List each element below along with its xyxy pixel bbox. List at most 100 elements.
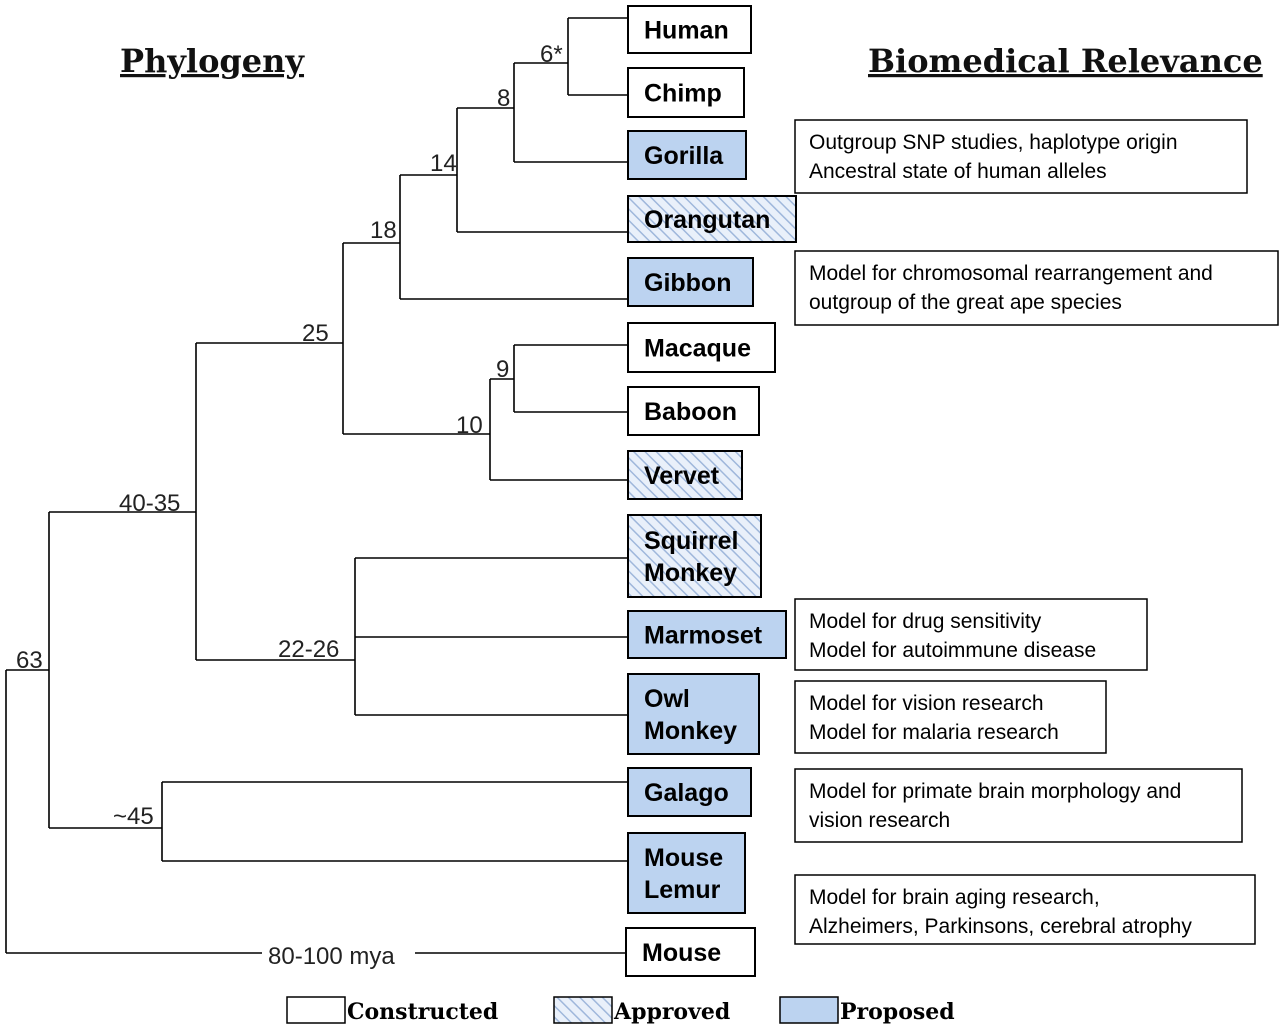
relevance-text-mouse-lemur: Model for brain aging research, xyxy=(809,886,1100,909)
branch-strepsirrhini xyxy=(161,781,628,862)
species-label-owl-monkey: Monkey xyxy=(644,717,737,745)
species-label-squirrel-monkey: Monkey xyxy=(644,559,737,587)
species-label-human: Human xyxy=(644,17,729,45)
branch-papionini-vervet xyxy=(489,378,628,481)
phylogeny-heading: Phylogeny xyxy=(120,42,305,80)
species-box-galago xyxy=(627,767,752,817)
species-box-mouse-lemur xyxy=(627,832,746,914)
branch-anthropoidea xyxy=(195,342,355,661)
species-label-mouse-lemur: Lemur xyxy=(644,876,721,904)
relevance-text-marmoset: Model for autoimmune disease xyxy=(809,639,1096,662)
species-label-macaque: Macaque xyxy=(644,335,751,363)
species-label-chimp: Chimp xyxy=(644,80,722,108)
species-vervet: Vervet xyxy=(627,450,743,500)
species-label-marmoset: Marmoset xyxy=(644,622,763,650)
branch-great-apes xyxy=(399,174,628,300)
node-label-papionini: 10 xyxy=(456,412,483,439)
node-label-platyrrhini: 22-26 xyxy=(278,636,339,663)
legend-swatch-constructed xyxy=(286,996,346,1024)
tree-branches xyxy=(5,17,628,954)
legend-item-approved: Approved xyxy=(553,996,730,1025)
relevance-box-marmoset xyxy=(794,598,1148,671)
legend-swatch-approved xyxy=(553,996,613,1024)
branch-primates xyxy=(48,511,196,829)
node-label-strepsirrhini: ~45 xyxy=(113,803,154,830)
species-macaque: Macaque xyxy=(627,322,776,373)
node-label-hominini: 8 xyxy=(497,85,510,112)
relevance-box-galago xyxy=(794,768,1243,843)
relevance-box-gorilla xyxy=(794,119,1248,194)
species-box-baboon xyxy=(627,386,760,436)
branch-macaque-baboon xyxy=(513,344,628,413)
relevance-text-owl-monkey: Model for malaria research xyxy=(809,721,1059,744)
species-galago: Galago xyxy=(627,767,752,817)
relevance-text-gibbon: outgroup of the great ape species xyxy=(809,291,1122,314)
branch-hominini xyxy=(513,62,628,163)
relevance-text-galago: Model for primate brain morphology and xyxy=(809,780,1181,803)
species-marmoset: Marmoset xyxy=(627,610,787,659)
relevance-box-owl-monkey xyxy=(794,680,1107,754)
relevance-mouse-lemur: Model for brain aging research, Alzheimer… xyxy=(794,874,1256,945)
species-label-gibbon: Gibbon xyxy=(644,269,731,297)
node-label-great-apes: 18 xyxy=(370,217,397,244)
species-box-human xyxy=(627,5,752,54)
relevance-galago: Model for primate brain morphology and vi… xyxy=(794,768,1243,843)
relevance-gibbon: Model for chromosomal rearrangement and o… xyxy=(794,250,1279,326)
branch-african-apes xyxy=(456,107,628,233)
species-box-macaque xyxy=(627,322,776,373)
legend-label-proposed: Proposed xyxy=(840,999,955,1025)
node-label-macaque-baboon: 9 xyxy=(496,356,509,383)
species-box-squirrel-monkey xyxy=(627,514,762,598)
species-boxes: HumanChimpGorillaOrangutanGibbonMacaqueB… xyxy=(625,5,797,977)
relevance-box-mouse-lemur xyxy=(794,874,1256,945)
relevance-text-galago: vision research xyxy=(809,809,950,832)
species-human: Human xyxy=(627,5,752,54)
species-baboon: Baboon xyxy=(627,386,760,436)
species-box-owl-monkey xyxy=(627,673,760,755)
species-label-mouse-lemur: Mouse xyxy=(644,844,723,872)
branch-root xyxy=(5,669,628,954)
legend-swatch-proposed xyxy=(779,996,839,1024)
species-box-gorilla xyxy=(627,130,747,180)
species-orangutan: Orangutan xyxy=(627,195,797,243)
node-label-african-apes: 14 xyxy=(430,150,457,177)
species-label-baboon: Baboon xyxy=(644,398,737,426)
legend-item-constructed: Constructed xyxy=(286,996,498,1025)
node-label-anthropoidea: 40-35 xyxy=(119,490,180,517)
species-box-gibbon xyxy=(627,257,754,307)
relevance-gorilla: Outgroup SNP studies, haplotype originAn… xyxy=(794,119,1248,194)
species-label-owl-monkey: Owl xyxy=(644,685,690,713)
species-mouse: Mouse xyxy=(625,927,756,977)
node-label-root: 80-100 mya xyxy=(268,943,395,970)
species-label-squirrel-monkey: Squirrel xyxy=(644,527,738,555)
node-label-primates: 63 xyxy=(16,647,43,674)
legend: Constructed Approved Proposed xyxy=(286,996,955,1025)
relevance-text-gibbon: Model for chromosomal rearrangement and xyxy=(809,262,1213,285)
species-label-orangutan: Orangutan xyxy=(644,206,770,234)
relevance-text-mouse-lemur: Alzheimers, Parkinsons, cerebral atrophy xyxy=(809,915,1192,938)
species-gorilla: Gorilla xyxy=(627,130,747,180)
species-box-marmoset xyxy=(627,610,787,659)
biomedical-relevance-heading: Biomedical Relevance xyxy=(868,42,1263,80)
species-box-chimp xyxy=(627,67,745,118)
species-label-gorilla: Gorilla xyxy=(644,142,724,170)
species-label-mouse: Mouse xyxy=(642,939,721,967)
relevance-boxes: Outgroup SNP studies, haplotype originAn… xyxy=(794,119,1279,945)
species-label-vervet: Vervet xyxy=(644,462,720,490)
node-label-catarrhini: 25 xyxy=(302,320,329,347)
species-box-orangutan xyxy=(627,195,797,243)
relevance-text-owl-monkey: Model for vision research xyxy=(809,692,1044,715)
branch-catarrhini xyxy=(342,242,490,435)
relevance-box-gibbon xyxy=(794,250,1279,326)
species-gibbon: Gibbon xyxy=(627,257,754,307)
species-box-mouse xyxy=(625,927,756,977)
legend-label-constructed: Constructed xyxy=(347,999,498,1025)
relevance-text-gorilla: Ancestral state of human alleles xyxy=(809,160,1107,183)
node-label-human-chimp: 6* xyxy=(540,41,563,68)
